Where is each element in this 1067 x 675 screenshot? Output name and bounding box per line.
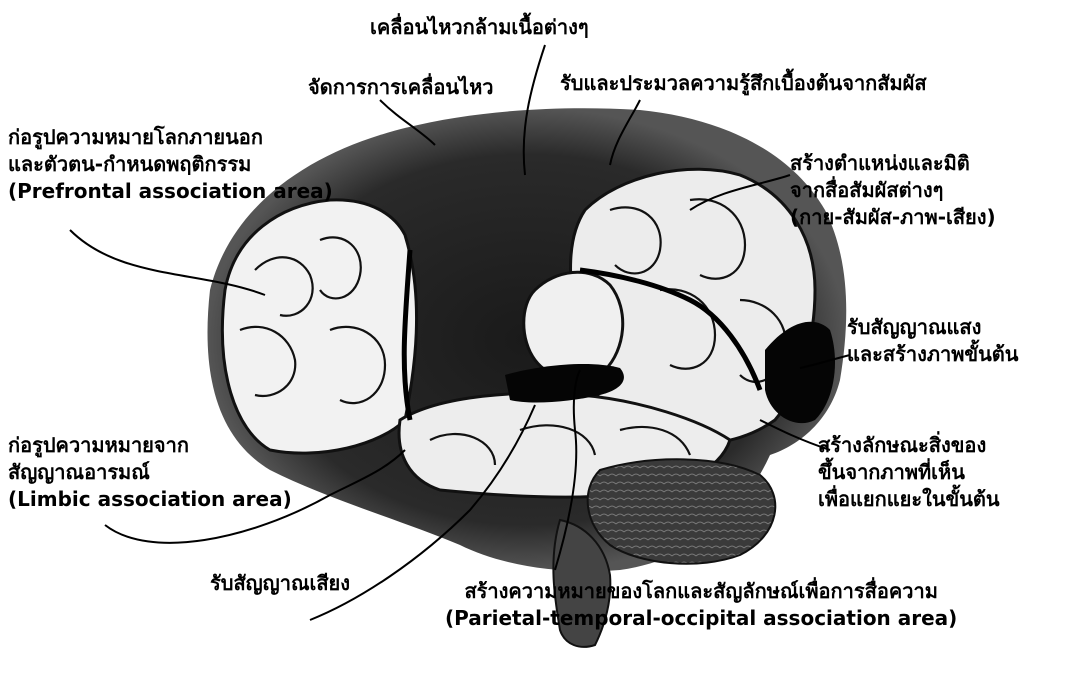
mid-region: [524, 272, 623, 378]
label-text: รับและประมวลความรู้สึกเบื้องต้นจากสัมผัส: [560, 70, 927, 97]
label-line: สร้างลักษณะสิ่งของ: [818, 432, 1000, 459]
label-movement-muscles: เคลื่อนไหวกล้ามเนื้อต่างๆ: [370, 14, 589, 41]
label-line: สร้างความหมายของโลกและสัญลักษณ์เพื่อการส…: [445, 578, 957, 605]
label-line: ขึ้นจากภาพที่เห็น: [818, 459, 1000, 486]
label-line: สัญญาณอารมณ์: [8, 459, 292, 486]
label-line: จากสื่อสัมผัสต่างๆ: [790, 177, 996, 204]
label-line: (Parietal-temporal-occipital association…: [445, 605, 957, 632]
label-prefrontal: ก่อรูปความหมายโลกภายนอก และตัวตน-กำหนดพฤ…: [8, 124, 333, 205]
label-text: เคลื่อนไหวกล้ามเนื้อต่างๆ: [370, 14, 589, 41]
label-auditory: รับสัญญาณเสียง: [210, 570, 350, 597]
label-line: สร้างตำแหน่งและมิติ: [790, 150, 996, 177]
label-parietal-temporal-occipital: สร้างความหมายของโลกและสัญลักษณ์เพื่อการส…: [445, 578, 957, 632]
label-line: รับสัญญาณแสง: [847, 314, 1018, 341]
label-position-dimension: สร้างตำแหน่งและมิติ จากสื่อสัมผัสต่างๆ (…: [790, 150, 996, 231]
label-line: ก่อรูปความหมายโลกภายนอก: [8, 124, 333, 151]
label-primary-sensory: รับและประมวลความรู้สึกเบื้องต้นจากสัมผัส: [560, 70, 927, 97]
label-visual-object: สร้างลักษณะสิ่งของ ขึ้นจากภาพที่เห็น เพื…: [818, 432, 1000, 513]
label-motor-control: จัดการการเคลื่อนไหว: [308, 74, 494, 101]
label-line: (Prefrontal association area): [8, 178, 333, 205]
cerebellum: [588, 459, 776, 563]
label-visual-primary: รับสัญญาณแสง และสร้างภาพขั้นต้น: [847, 314, 1018, 368]
label-line: ก่อรูปความหมายจาก: [8, 432, 292, 459]
label-line: และตัวตน-กำหนดพฤติกรรม: [8, 151, 333, 178]
label-line: และสร้างภาพขั้นต้น: [847, 341, 1018, 368]
label-text: จัดการการเคลื่อนไหว: [308, 74, 494, 101]
label-line: (กาย-สัมผัส-ภาพ-เสียง): [790, 204, 996, 231]
label-limbic: ก่อรูปความหมายจาก สัญญาณอารมณ์ (Limbic a…: [8, 432, 292, 513]
label-line: (Limbic association area): [8, 486, 292, 513]
label-line: เพื่อแยกแยะในขั้นต้น: [818, 486, 1000, 513]
label-text: รับสัญญาณเสียง: [210, 570, 350, 597]
